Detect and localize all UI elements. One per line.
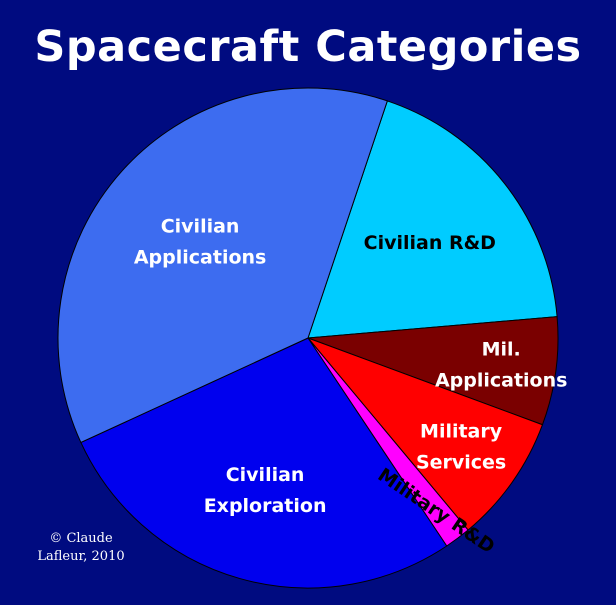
slice-label-line: Military [420, 421, 503, 443]
slice-label-civilian-r-d: Civilian R&D [364, 232, 496, 254]
slice-label-line: Civilian [226, 464, 305, 486]
slice-label-line: Civilian [161, 216, 240, 238]
chart-title: Spacecraft Categories [34, 22, 582, 72]
slice-label-line: Exploration [204, 495, 327, 517]
slice-label-mil-applications: Mil. Applications [435, 339, 568, 392]
slice-label-line: Mil. [482, 339, 521, 361]
pie-slice-civilian-r-d [307, 100, 558, 339]
slice-label-line: Civilian R&D [364, 232, 496, 254]
copyright-notice: © Claude Lafleur, 2010 [36, 530, 126, 566]
slice-label-line: Services [416, 452, 506, 474]
copyright-line: © Claude [49, 531, 113, 546]
pie-slice-military-services [306, 336, 544, 531]
slice-label-line: Applications [134, 247, 267, 269]
slice-label-line: Applications [435, 370, 568, 392]
pie-slice-civilian-applications [57, 87, 388, 444]
copyright-line: Lafleur, 2010 [37, 549, 125, 564]
pie-slice-mil-applications [307, 316, 559, 426]
